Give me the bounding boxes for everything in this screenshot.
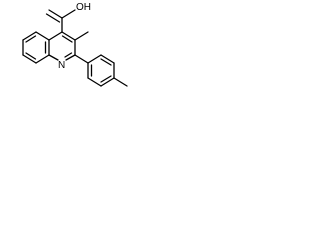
chemical-structure: OH N [22,2,128,87]
bond-c4-c3 [61,31,76,41]
aryl-link-bond [74,54,89,64]
bond-c5-c6-inner [25,35,37,43]
bond-t1-t2 [87,54,102,64]
bond-c2-n1-inner [64,52,73,58]
bond-c7-c8-inner [25,52,37,60]
bond-t2-t3 [100,54,115,64]
bond-c7-c8 [22,54,37,64]
benzo-ring [22,31,50,64]
nitrogen-label: N [58,60,65,71]
tolyl-ring [87,54,115,87]
bond-t4-t5-inner [100,75,112,83]
bond-c5-c6 [22,31,37,41]
bond-carbonyl-inner [45,13,61,23]
bond-t5-t6 [87,77,102,87]
bond-t4-t5 [100,77,115,87]
carboxylic-acid-group: OH [45,2,91,33]
bond-c-oh [61,9,76,19]
pyridine-ring: N [48,31,76,71]
bond-c4-c3-inner [61,35,73,43]
bond-c2-n1 [65,54,76,61]
bond-n1-c8a [48,54,59,61]
bond-carbonyl-outer [48,9,63,19]
bond-c4a-c5 [35,31,50,41]
methyl-bond [74,31,89,41]
hydroxyl-label: OH [76,2,91,13]
bond-t2-t3-inner [100,58,112,66]
bond-c4a-c4 [48,31,63,41]
tolyl-methyl-bond [113,77,128,87]
bond-c8-c8a [35,54,50,64]
